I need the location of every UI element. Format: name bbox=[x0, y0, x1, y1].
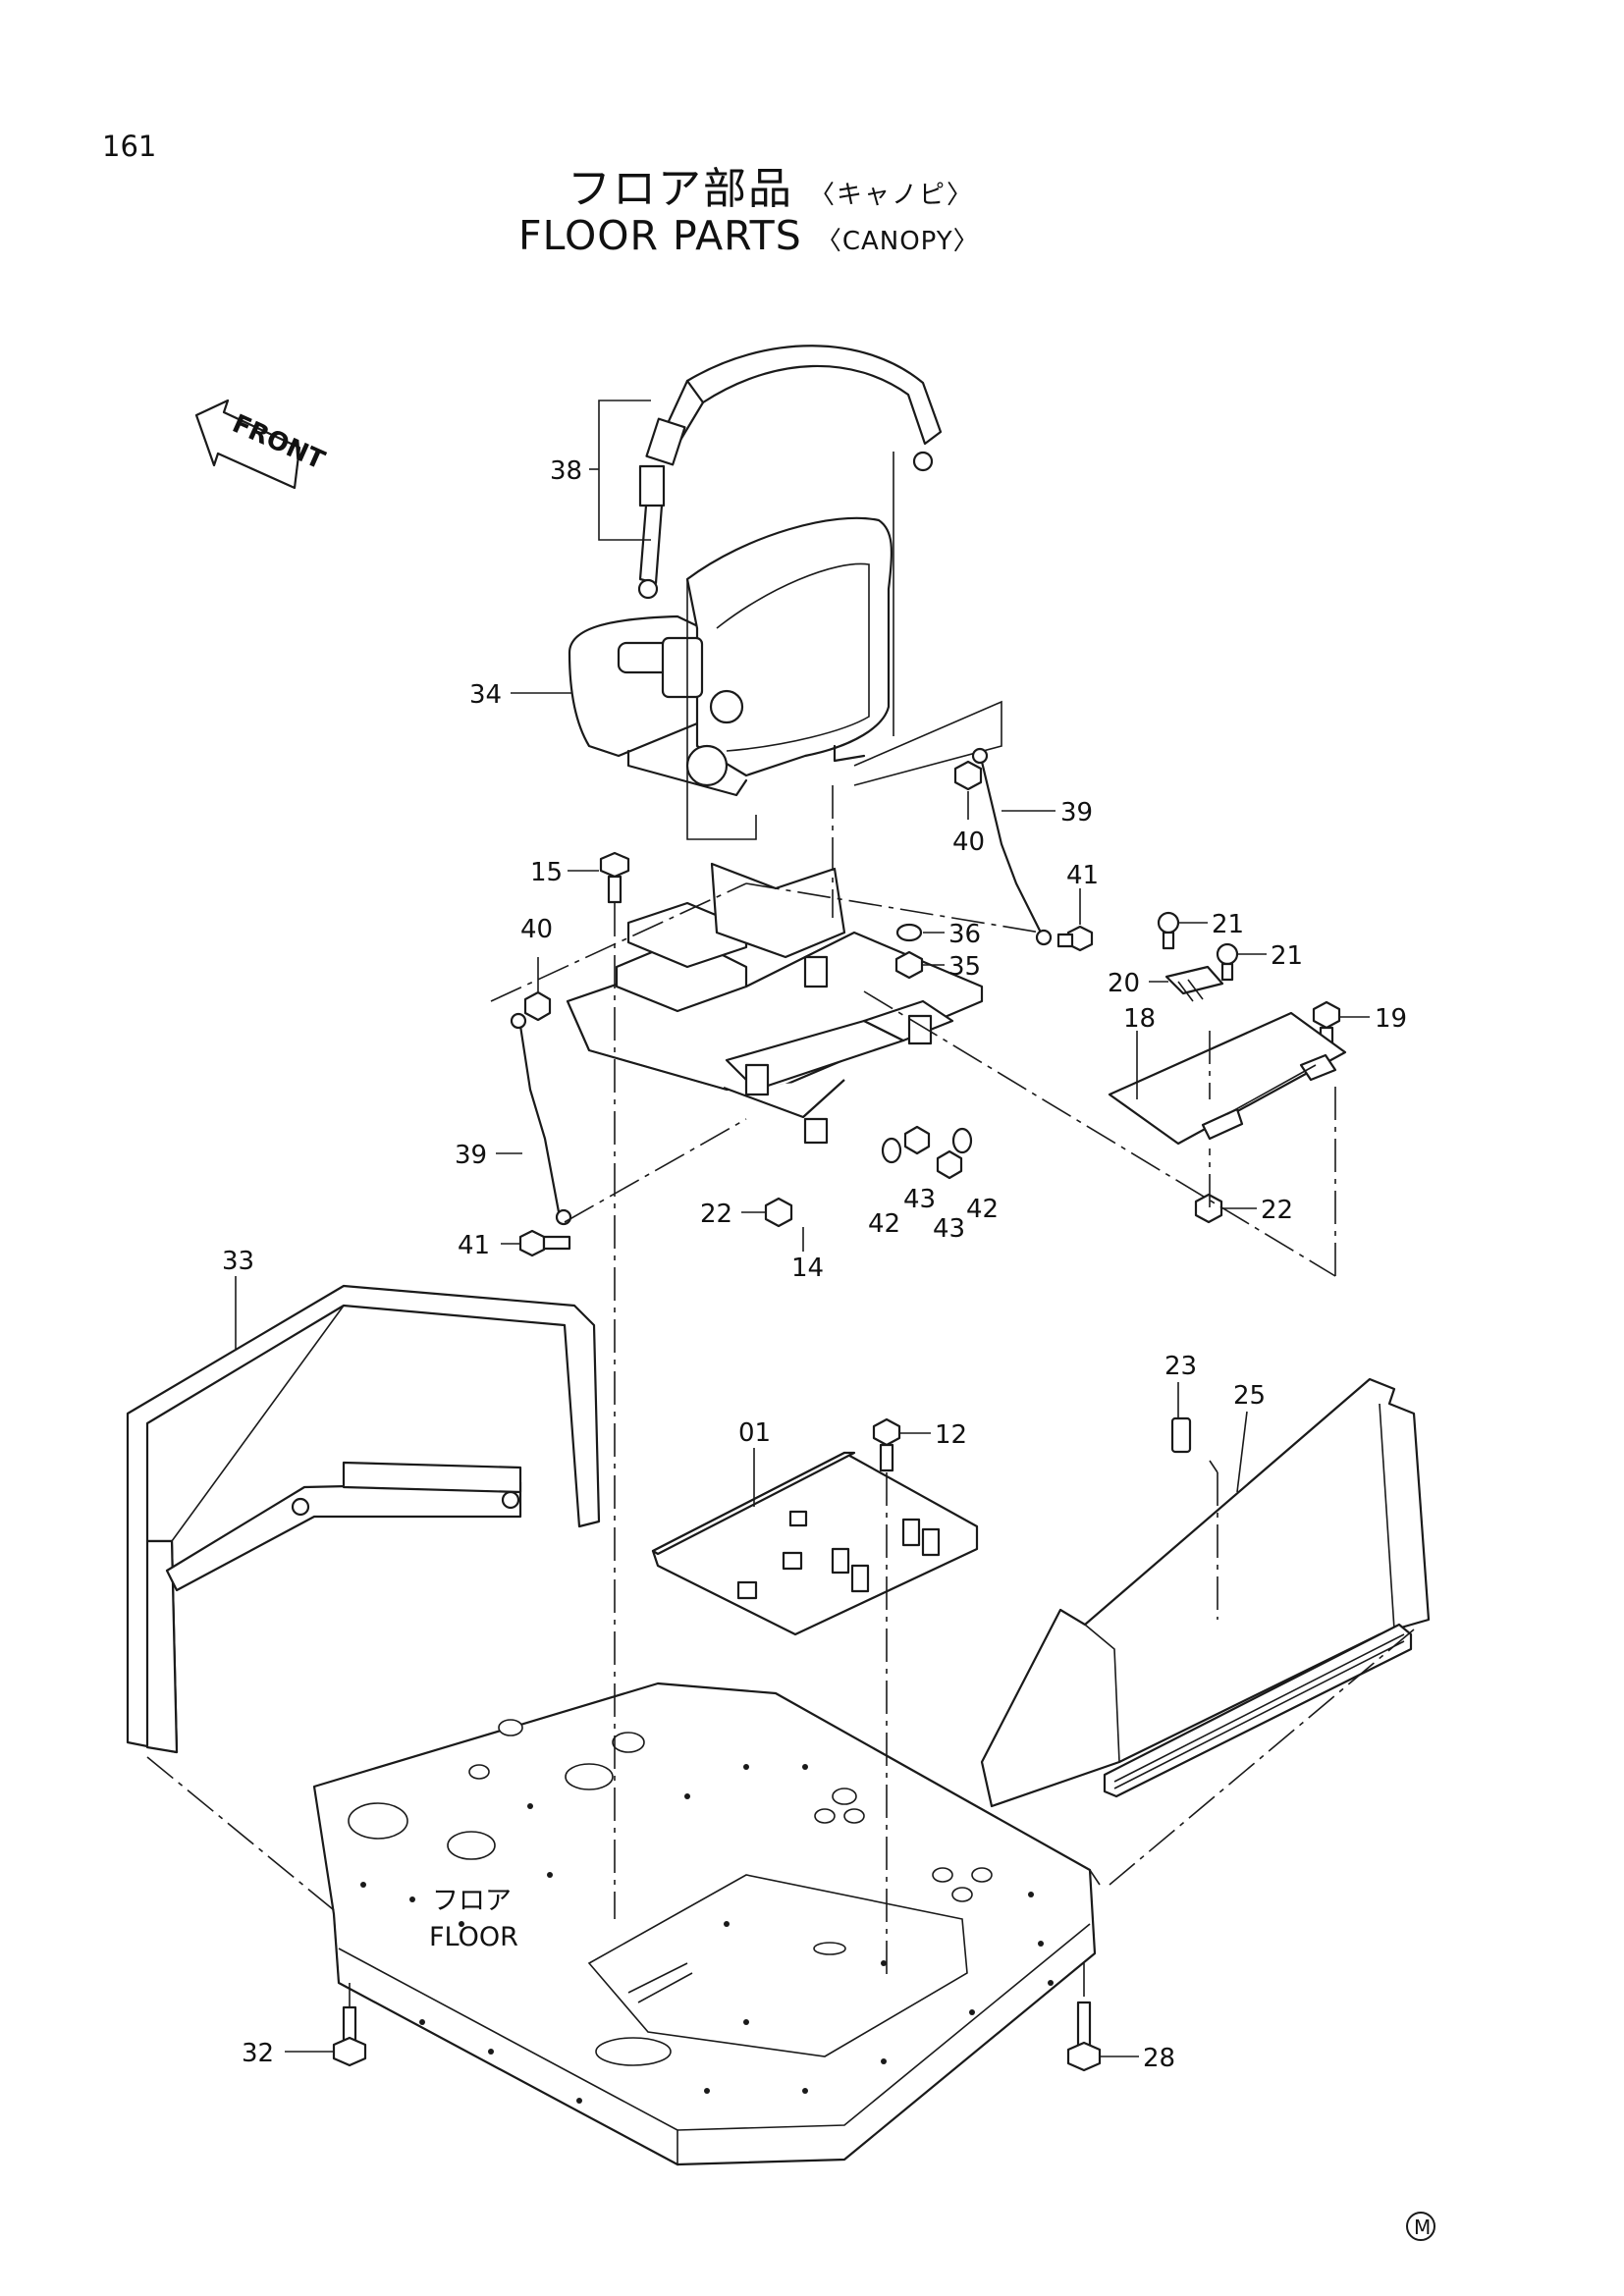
seat-bracket-part bbox=[566, 862, 984, 1145]
floor-label-en: FLOOR bbox=[429, 1922, 518, 1952]
title-en-sub: 〈CANOPY〉 bbox=[815, 227, 980, 256]
callout-21: 21 bbox=[1271, 941, 1303, 971]
seat-belt-part bbox=[598, 345, 943, 600]
callout-38: 38 bbox=[550, 456, 582, 486]
callout-15: 15 bbox=[530, 858, 563, 887]
callout-22: 22 bbox=[700, 1200, 732, 1229]
callout-43: 43 bbox=[933, 1214, 965, 1244]
page-number: 161 bbox=[102, 130, 157, 163]
bolt-set bbox=[332, 760, 1341, 2072]
title-jp-main: フロア部品 bbox=[568, 164, 793, 214]
callout-39: 39 bbox=[455, 1141, 487, 1170]
callout-18: 18 bbox=[1123, 1004, 1156, 1034]
callout-32: 32 bbox=[242, 2039, 274, 2068]
callout-19: 19 bbox=[1375, 1004, 1407, 1034]
left-cover-part bbox=[126, 1284, 601, 1754]
callout-23: 23 bbox=[1164, 1352, 1197, 1381]
callout-40: 40 bbox=[520, 915, 553, 944]
callout-12: 12 bbox=[935, 1420, 967, 1450]
callout-43: 43 bbox=[903, 1185, 936, 1214]
callout-42: 42 bbox=[966, 1195, 999, 1224]
leader-lines bbox=[235, 468, 1370, 2057]
floor-plate-part: フロア FLOOR bbox=[312, 1682, 1097, 2166]
floor-label-jp: フロア bbox=[432, 1886, 512, 1916]
title-jp-sub: 〈キャノピ〉 bbox=[809, 181, 975, 210]
m-mark-icon: M bbox=[1406, 2212, 1435, 2241]
callout-36: 36 bbox=[948, 920, 981, 949]
mark-letter: M bbox=[1414, 2216, 1431, 2239]
callout-14: 14 bbox=[791, 1254, 824, 1283]
callout-41: 41 bbox=[458, 1231, 490, 1260]
seat-part bbox=[568, 452, 1002, 840]
callout-40: 40 bbox=[952, 828, 985, 857]
restraint-rod-part bbox=[510, 747, 1053, 1226]
front-arrow-icon: FRONT bbox=[194, 399, 329, 490]
callout-39: 39 bbox=[1060, 798, 1093, 828]
callout-20: 20 bbox=[1108, 969, 1140, 998]
title-en-main: FLOOR PARTS bbox=[518, 212, 802, 259]
right-cover-part bbox=[980, 1377, 1431, 1808]
callout-35: 35 bbox=[948, 952, 981, 982]
title-english: FLOOR PARTS 〈CANOPY〉 bbox=[518, 212, 980, 259]
callout-22: 22 bbox=[1261, 1196, 1293, 1225]
callout-33: 33 bbox=[222, 1247, 254, 1276]
callout-25: 25 bbox=[1233, 1381, 1266, 1411]
callout-21: 21 bbox=[1212, 910, 1244, 939]
callout-34: 34 bbox=[469, 680, 502, 710]
callout-numbers: 38 34 39 40 15 40 36 35 41 21 21 20 19 1… bbox=[222, 456, 1407, 2073]
plate-and-bracket-part bbox=[1108, 965, 1347, 1146]
callout-42: 42 bbox=[868, 1209, 900, 1239]
callout-41: 41 bbox=[1066, 861, 1099, 890]
callout-01: 01 bbox=[738, 1418, 771, 1448]
callout-28: 28 bbox=[1143, 2044, 1175, 2073]
title-japanese: フロア部品 〈キャノピ〉 bbox=[568, 153, 974, 216]
mount-plate-part bbox=[651, 1451, 979, 1636]
assembly-lines bbox=[146, 785, 1415, 2007]
